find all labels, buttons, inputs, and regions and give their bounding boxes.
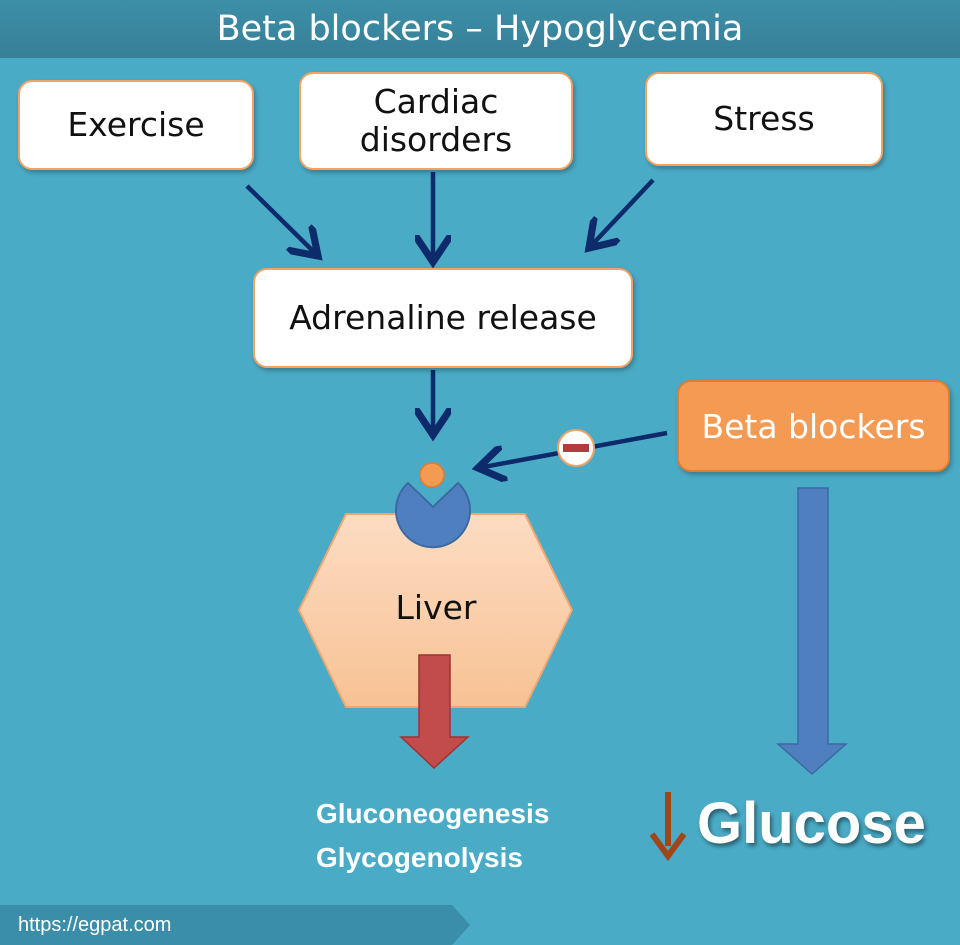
gluconeogenesis-label: Gluconeogenesis [316,798,550,829]
beta-blockers-box: Beta blockers [677,380,950,472]
footer-url[interactable]: https://egpat.com [18,914,172,936]
beta-blockers-label: Beta blockers [701,406,926,446]
glycogenolysis-label: Glycogenolysis [316,842,523,873]
footer-tab [0,905,470,945]
arrow-exercise-to-adrenaline [245,184,318,256]
adrenaline-label: Adrenaline release [289,298,597,337]
liver-output-arrow [399,654,470,770]
cardiac-label-line1: Cardiac [373,82,499,121]
beta-to-glucose-arrow [776,487,848,776]
stress-box: Stress [645,72,883,166]
receptor-shape [395,481,471,549]
title-bar: Beta blockers – Hypoglycemia [0,0,960,58]
stress-label: Stress [713,99,815,138]
down-arrow-icon [649,792,687,862]
page-title: Beta blockers – Hypoglycemia [216,9,744,49]
exercise-box: Exercise [18,80,254,170]
exercise-label: Exercise [67,105,205,144]
minus-circle-icon [557,429,595,467]
liver-label: Liver [395,588,477,627]
adrenaline-release-box: Adrenaline release [253,268,633,368]
glucose-label: Glucose [697,791,926,856]
cardiac-label-line2: disorders [359,120,513,159]
liver-shape [297,513,574,708]
cardiac-disorders-box: Cardiac disorders [299,72,573,170]
arrow-stress-to-adrenaline [589,178,655,248]
adrenaline-ligand [419,462,445,488]
